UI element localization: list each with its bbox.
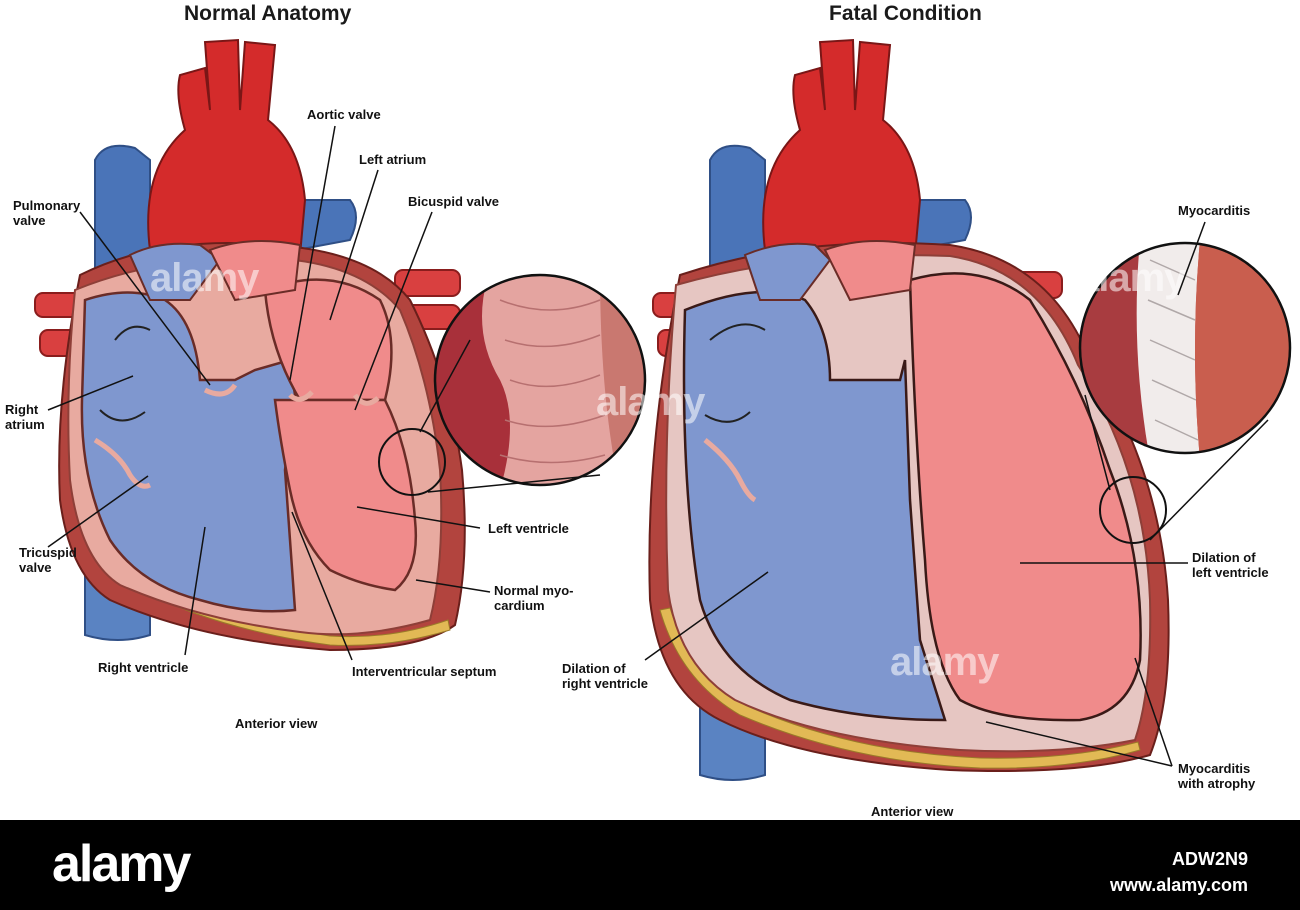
label-pulmonary-valve: Pulmonary valve [13,198,81,228]
label-right-atrium: Right atrium [5,402,45,432]
label-dilation-right-ventricle: Dilation of right ventricle [562,661,648,691]
normal-view-caption: Anterior view [235,716,318,731]
aorta [762,38,922,257]
label-tricuspid-valve: Tricuspid valve [19,545,77,575]
label-normal-myocardium: Normal myo- cardium [494,583,574,613]
label-bicuspid-valve: Bicuspid valve [408,194,500,209]
left-atrium-chamber [263,278,393,402]
fatal-condition-title: Fatal Condition [829,2,982,25]
fatal-heart [648,38,1170,781]
aortic-root-chamber [208,240,302,302]
normal-heart [34,38,466,652]
normal-magnified-inset [433,273,647,487]
left-ventricle-chamber [273,398,417,592]
normal-leader-lines [47,125,491,661]
pulmonary-vein-stub [394,269,461,297]
watermark: alamy [150,256,259,300]
dilated-left-chamber [908,272,1142,722]
label-left-atrium: Left atrium [359,152,427,167]
label-aortic-valve: Aortic valve [307,107,381,122]
label-left-ventricle: Left ventricle [488,521,569,536]
image-id: ADW2N9 www.alamy.com [1110,846,1248,898]
label-myocarditis-atrophy: Myocarditis with atrophy [1178,761,1256,791]
label-right-ventricle: Right ventricle [98,660,189,675]
label-dilation-left-ventricle: Dilation of left ventricle [1192,550,1269,580]
label-interventricular-septum: Interventricular septum [352,664,497,679]
fatal-zoom-marker [1099,476,1167,544]
fatal-leader-lines [644,221,1206,767]
normal-zoom-marker [378,428,446,496]
conus-chamber [128,242,222,301]
image-id-code: ADW2N9 [1171,849,1248,869]
normal-anatomy-title: Normal Anatomy [184,2,352,25]
label-myocarditis: Myocarditis [1178,203,1251,218]
dilated-right-chamber [682,290,947,722]
fatal-view-caption: Anterior view [871,804,954,819]
footer-bar: alamy ADW2N9 www.alamy.com [0,820,1300,910]
alamy-logo: alamy [52,835,191,893]
aorta [147,38,307,257]
alamy-url: www.alamy.com [1109,875,1248,895]
watermark: alamy [1077,256,1186,300]
watermark: alamy [596,380,705,424]
watermark: alamy [890,640,999,684]
